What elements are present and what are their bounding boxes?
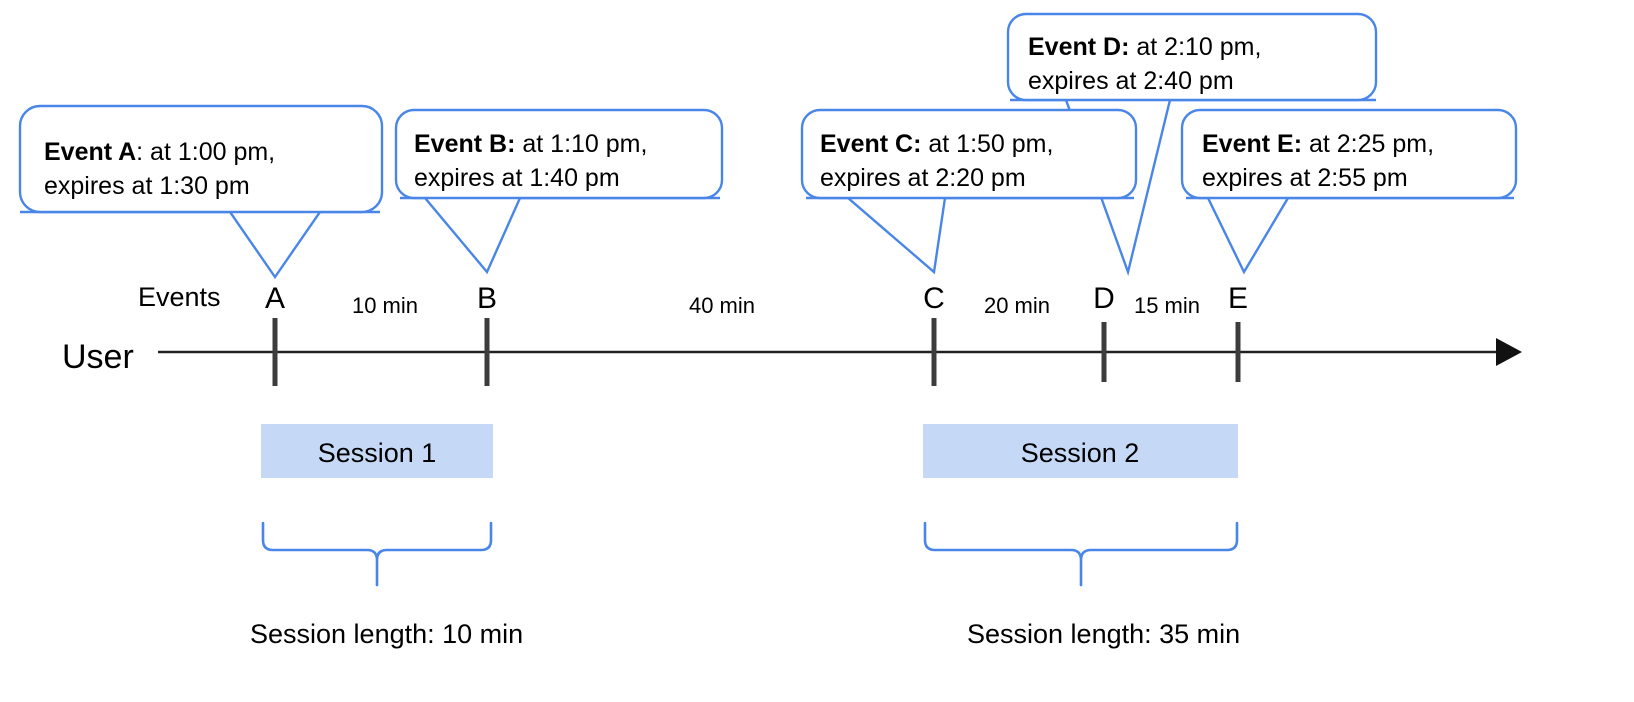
callout-event-a: Event A: at 1:00 pm, expires at 1:30 pm — [18, 104, 384, 280]
marker-label-d: D — [1093, 282, 1115, 315]
session-label-1: Session 1 — [318, 438, 437, 468]
callout-text-d-line2: expires at 2:40 pm — [1028, 67, 1234, 95]
callout-rest-a: at 1:00 pm, — [143, 138, 275, 166]
session-label-2: Session 2 — [1021, 438, 1140, 468]
axis-label-user-visible: User — [62, 338, 134, 376]
callout-text-e-line1: Event E: at 2:25 pm, — [1202, 130, 1434, 158]
callout-text-e-line2: expires at 2:55 pm — [1202, 164, 1408, 192]
session-brace-1 — [261, 521, 493, 587]
events-row-label: Events — [138, 282, 221, 312]
callout-text-b-line2: expires at 1:40 pm — [414, 164, 620, 192]
callout-tail-a — [20, 210, 380, 280]
callout-label-c: Event C — [820, 130, 913, 158]
callout-text-d-line1: Event D: at 2:10 pm, — [1028, 33, 1261, 61]
callout-box-e — [1180, 108, 1518, 200]
callout-sep-c: : — [913, 130, 921, 158]
callout-text-a-line2: expires at 1:30 pm — [44, 172, 250, 200]
callout-box-b — [394, 108, 724, 200]
session-box-1: Session 1 — [261, 424, 493, 478]
callout-tail-e — [1186, 196, 1514, 275]
callout-text-c-line1: Event C: at 1:50 pm, — [820, 130, 1053, 158]
callout-rest-b: at 1:10 pm, — [515, 130, 647, 158]
callout-text-a-line1: Event A: at 1:00 pm, — [44, 138, 275, 166]
callout-event-e: Event E: at 2:25 pm, expires at 2:55 pm — [1180, 108, 1518, 275]
callout-sep-e: : — [1294, 130, 1302, 158]
callout-event-b: Event B: at 1:10 pm, expires at 1:40 pm — [394, 108, 724, 275]
callout-box-c — [800, 108, 1138, 200]
callout-text-c-line2: expires at 2:20 pm — [820, 164, 1026, 192]
session-caption-2: Session length: 35 min — [967, 619, 1240, 649]
callout-tail-b — [400, 196, 720, 275]
marker-label-b: B — [477, 282, 497, 315]
callout-box-a — [18, 104, 384, 214]
session-brace-2 — [923, 521, 1239, 587]
callout-box-d — [1006, 12, 1378, 102]
gap-label-b-c: 40 min — [689, 293, 755, 318]
session-rect-1 — [261, 424, 493, 478]
session-caption-1: Session length: 10 min — [250, 619, 523, 649]
callout-tail-c — [806, 196, 1134, 275]
session-rect-2 — [923, 424, 1238, 478]
timeline-arrow-head — [1496, 338, 1522, 366]
gap-label-c-d: 20 min — [984, 293, 1050, 318]
callout-event-d: Event D: at 2:10 pm, expires at 2:40 pm — [1006, 12, 1378, 277]
callout-label-e: Event E — [1202, 130, 1294, 158]
callout-sep-d: : — [1121, 33, 1129, 61]
callout-rest-d: at 2:10 pm, — [1129, 33, 1261, 61]
callout-label-d: Event D — [1028, 33, 1121, 61]
marker-label-a: A — [265, 282, 285, 315]
callout-label-b: Event B — [414, 130, 507, 158]
callout-rest-c: at 1:50 pm, — [921, 130, 1053, 158]
gap-label-a-b: 10 min — [352, 293, 418, 318]
callout-label-a: Event A — [44, 138, 136, 166]
callout-rest-e: at 2:25 pm, — [1302, 130, 1434, 158]
marker-label-c: C — [923, 282, 945, 315]
callout-sep-a: : — [136, 138, 143, 166]
callout-sep-b: : — [507, 130, 515, 158]
callout-text-b-line1: Event B: at 1:10 pm, — [414, 130, 647, 158]
callout-event-c: Event C: at 1:50 pm, expires at 2:20 pm — [800, 108, 1138, 275]
gap-label-d-e: 15 min — [1134, 293, 1200, 318]
session-box-2: Session 2 — [923, 424, 1238, 478]
marker-label-e: E — [1228, 282, 1248, 315]
